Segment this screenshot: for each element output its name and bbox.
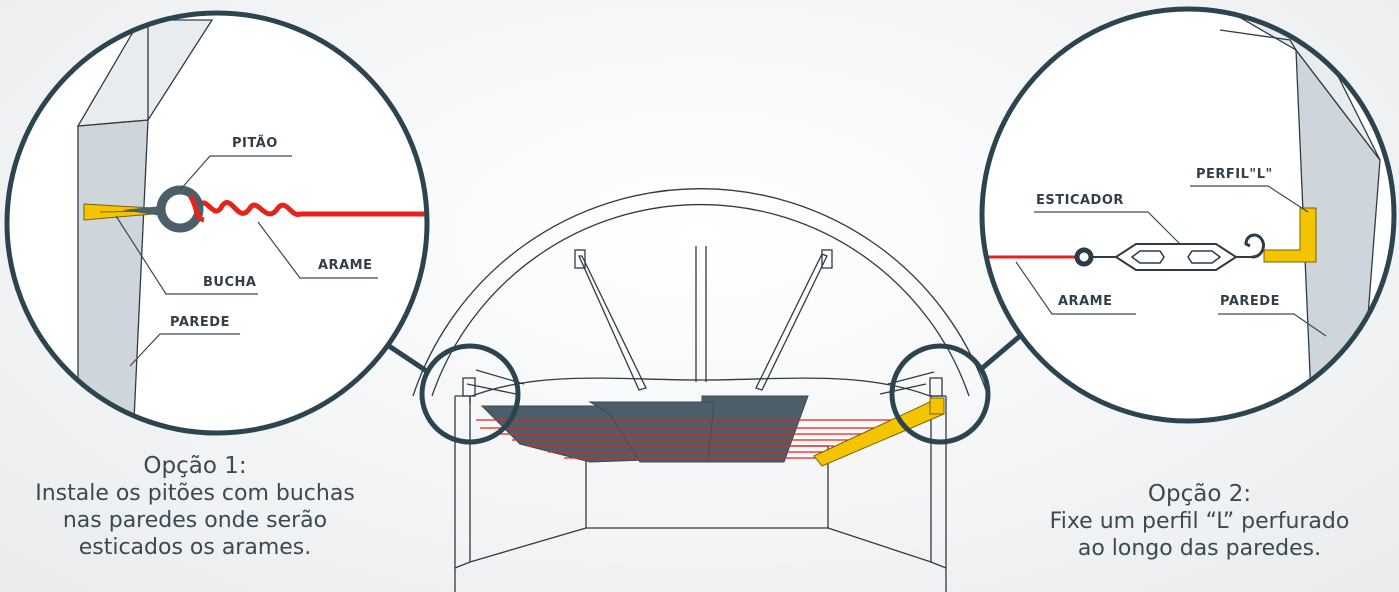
caption-line: nas paredes onde serão [62, 508, 328, 533]
tension-wires [476, 419, 906, 459]
label-parede-right: PAREDE [1220, 294, 1280, 309]
outer-arch [412, 188, 989, 397]
inner-arch [471, 377, 931, 397]
left-wall-top [455, 395, 471, 404]
detail-option-2: PERFIL"L" ESTICADOR ARAME PAREDE [979, 6, 1397, 424]
perfil-l-bracket [1263, 207, 1317, 263]
connector-right [978, 334, 1022, 372]
l-profile-bracket [813, 397, 945, 467]
room-structure [412, 188, 989, 592]
floor-edge [454, 561, 947, 569]
arch-spokes [462, 246, 943, 397]
caption-line: Instale os pitões com buchas [35, 481, 355, 506]
label-parede-left: PAREDE [170, 315, 230, 330]
caption-option-1: Opção 1: Instale os pitões com buchas na… [0, 453, 390, 561]
caption-line: Fixe um perfil “L” perfurado [1049, 509, 1350, 534]
esticador-turnbuckle [1074, 233, 1266, 271]
label-esticador: ESTICADOR [1036, 193, 1124, 208]
label-arame-left: ARAME [318, 258, 372, 273]
left-wall [454, 396, 587, 592]
connector-left [384, 341, 430, 375]
caption-title-option-1: Opção 1: [143, 453, 247, 479]
caption-title-option-2: Opção 2: [1147, 481, 1252, 507]
label-bucha: BUCHA [203, 275, 256, 290]
wire-left [197, 200, 427, 217]
pitao-shank [122, 206, 162, 216]
detail-option-1: PITÃO ARAME BUCHA PAREDE [4, 10, 430, 436]
label-arame-right: ARAME [1058, 294, 1112, 309]
label-pitao: PITÃO [232, 135, 278, 151]
detail-marker-right [889, 343, 991, 445]
detail-marker-left [419, 343, 521, 445]
middle-arch [431, 203, 970, 397]
label-perfil: PERFIL"L" [1196, 167, 1273, 182]
caption-option-2: Opção 2: Fixe um perfil “L” perfurado ao… [1000, 481, 1399, 562]
wall-top-left [76, 19, 214, 127]
caption-line: esticados os arames. [78, 535, 312, 560]
caption-line: ao longo das paredes. [1077, 536, 1322, 561]
